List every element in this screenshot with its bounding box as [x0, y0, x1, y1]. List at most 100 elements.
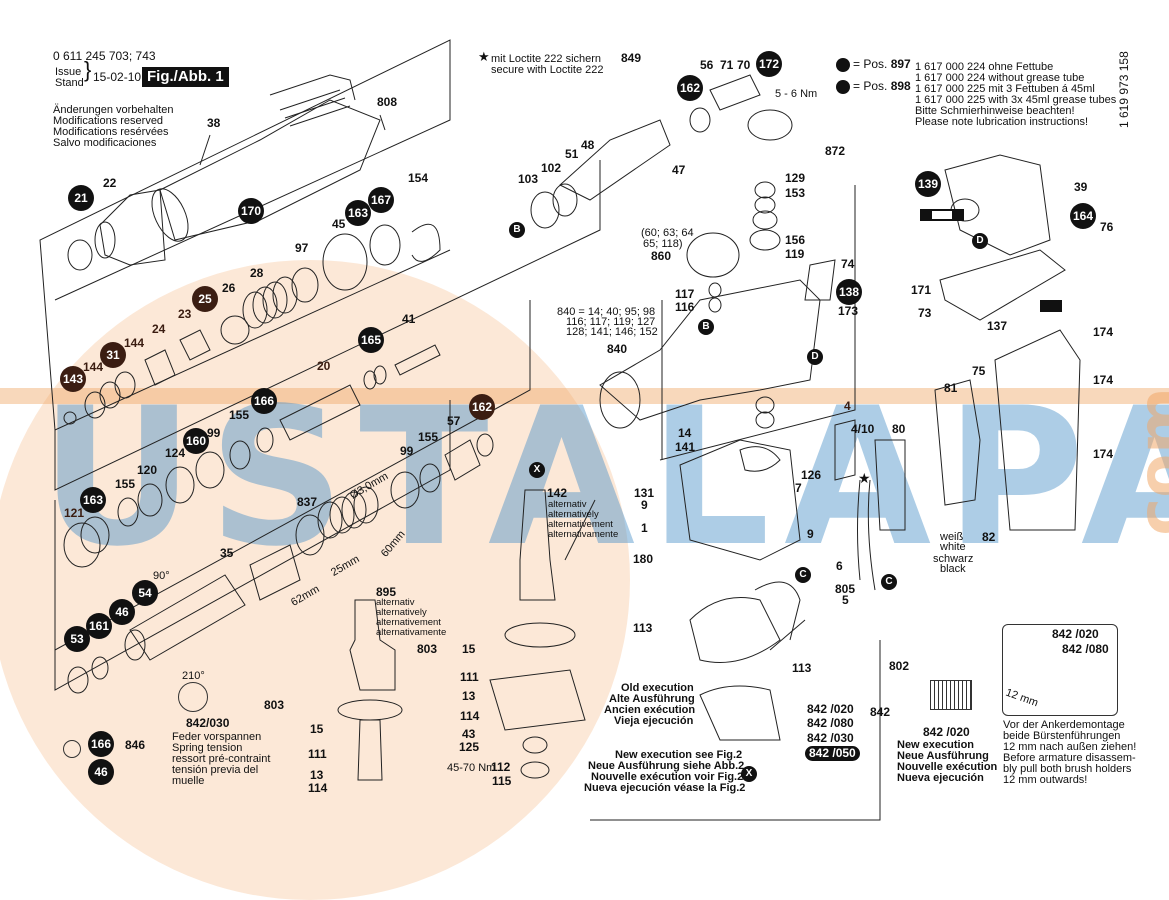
grease-line-2: 1 617 000 224 without grease tube — [915, 72, 1085, 84]
callout-circle-139: 139 — [915, 171, 941, 197]
callout-circle-172: 172 — [756, 51, 782, 77]
callout-circle-166-a: 166 — [251, 388, 277, 414]
wire-white-de: weiß — [940, 531, 964, 543]
modifications-de: Änderungen vorbehalten — [53, 104, 174, 116]
sleeve-22-drawing — [99, 189, 166, 266]
callout-860: 860 — [651, 249, 672, 263]
callout-872: 872 — [825, 144, 846, 158]
callout-155-c: 155 — [418, 430, 439, 444]
brush-note-2: beide Bürstenführungen — [1003, 730, 1121, 742]
field-coil-drawing — [689, 597, 781, 663]
callout-99-a: 99 — [207, 426, 221, 440]
callout-56: 56 — [700, 58, 714, 72]
callout-112: 112 — [491, 760, 511, 774]
callout-116: 116 — [675, 300, 695, 314]
marker-b-2: B — [698, 319, 714, 335]
callout-842-020-inset: 842 /020 — [1052, 627, 1099, 641]
callout-840-note-3: 128; 141; 146; 152 — [566, 326, 658, 338]
callout-43: 43 — [462, 727, 476, 741]
callout-174-c: 174 — [1093, 447, 1114, 461]
callout-circle-165: 165 — [358, 327, 384, 353]
callout-15-a: 15 — [310, 722, 324, 736]
callout-842-030-note: 842/030 — [186, 716, 230, 730]
grease-dot-icon — [836, 58, 850, 72]
issue-label-en: Issue — [55, 66, 82, 78]
grease-symbol-bar-icon — [920, 209, 964, 221]
issue-brace: } — [84, 57, 92, 82]
loctite-note-de: mit Loctite 222 sichern — [491, 53, 602, 65]
callout-102: 102 — [541, 161, 562, 175]
callout-81: 81 — [944, 381, 958, 395]
marker-d-2: D — [972, 233, 988, 249]
brush-note-5: bly pull both brush holders — [1003, 763, 1132, 775]
part-number: 0 611 245 703; 743 — [53, 49, 156, 63]
callout-842-050: 842 /050 — [805, 746, 860, 761]
callout-842-020-new: 842 /020 — [923, 725, 970, 739]
modifications-en: Modifications reserved — [53, 115, 164, 127]
callout-39: 39 — [1074, 180, 1088, 194]
callout-4: 4 — [844, 399, 851, 413]
callout-circle-31: 31 — [100, 342, 126, 368]
callout-82: 82 — [982, 530, 996, 544]
brush-note-1: Vor der Ankerdemontage — [1003, 719, 1125, 731]
callout-103: 103 — [518, 172, 539, 186]
spring-note-fr: ressort pré-contraint — [172, 753, 271, 765]
loctite-star-icon: ★ — [478, 49, 490, 64]
callout-76: 76 — [1100, 220, 1114, 234]
callout-156: 156 — [785, 233, 806, 247]
callout-circle-162-a: 162 — [469, 394, 495, 420]
alt-895-es: alternativamente — [376, 627, 447, 638]
loctite-star-marker-icon: ★ — [858, 470, 871, 486]
callout-111-a: 111 — [308, 747, 327, 761]
callout-6: 6 — [836, 559, 843, 573]
callout-74: 74 — [841, 257, 855, 271]
callout-75: 75 — [972, 364, 986, 378]
new-execution-es: Nueva ejecución — [897, 772, 984, 784]
callout-38: 38 — [207, 116, 221, 130]
modifications-es: Salvo modificaciones — [53, 137, 157, 149]
callout-155-b: 155 — [115, 477, 136, 491]
grease-line-6: Please note lubrication instructions! — [915, 116, 1089, 128]
callout-97: 97 — [295, 241, 309, 255]
callout-895: 895 — [376, 585, 397, 599]
brush-inset-box — [1002, 624, 1118, 716]
spring-coil-icon — [178, 682, 208, 712]
wire-black-de: schwarz — [933, 553, 974, 565]
grease-pos-898: = Pos. 898 — [836, 80, 911, 94]
callout-circle-166-b: 166 — [88, 731, 114, 757]
callout-837: 837 — [297, 495, 318, 509]
marker-x-1: X — [529, 462, 545, 478]
callout-119: 119 — [785, 247, 805, 261]
torque-45-70nm: 45-70 Nm — [447, 762, 496, 774]
alt-142-de: alternativ — [548, 499, 587, 510]
callout-4-10: 4/10 — [851, 422, 875, 436]
callout-20: 20 — [317, 359, 331, 373]
callout-99-b: 99 — [400, 444, 414, 458]
wire-white-en: white — [940, 541, 966, 553]
callout-802: 802 — [889, 659, 910, 673]
old-execution-en: Old execution — [621, 682, 694, 694]
spring-note-en: Spring tension — [172, 742, 243, 754]
callout-803-a: 803 — [264, 698, 285, 712]
callout-circle-54: 54 — [132, 580, 158, 606]
callout-9-a: 9 — [641, 498, 648, 512]
callout-circle-163-b: 163 — [80, 487, 106, 513]
callout-24: 24 — [152, 322, 166, 336]
modifications-fr: Modifications resérvées — [53, 126, 169, 138]
watermark-orange-band — [0, 388, 1169, 404]
watermark-orange-circle — [0, 260, 630, 900]
callout-115: 115 — [492, 774, 512, 788]
callout-120: 120 — [137, 463, 158, 477]
callout-113-b: 113 — [792, 661, 812, 675]
marker-x-2: X — [741, 766, 757, 782]
callout-circle-170: 170 — [238, 198, 264, 224]
alt-895-de: alternativ — [376, 597, 415, 608]
alt-142-fr: alternativement — [548, 519, 613, 530]
group-frame-top — [39, 39, 451, 431]
callout-153: 153 — [785, 186, 806, 200]
angle-210: 210° — [182, 670, 205, 682]
callout-125: 125 — [459, 740, 480, 754]
callout-1: 1 — [641, 521, 648, 535]
callout-26: 26 — [222, 281, 236, 295]
handle-75-drawing — [994, 329, 1081, 531]
